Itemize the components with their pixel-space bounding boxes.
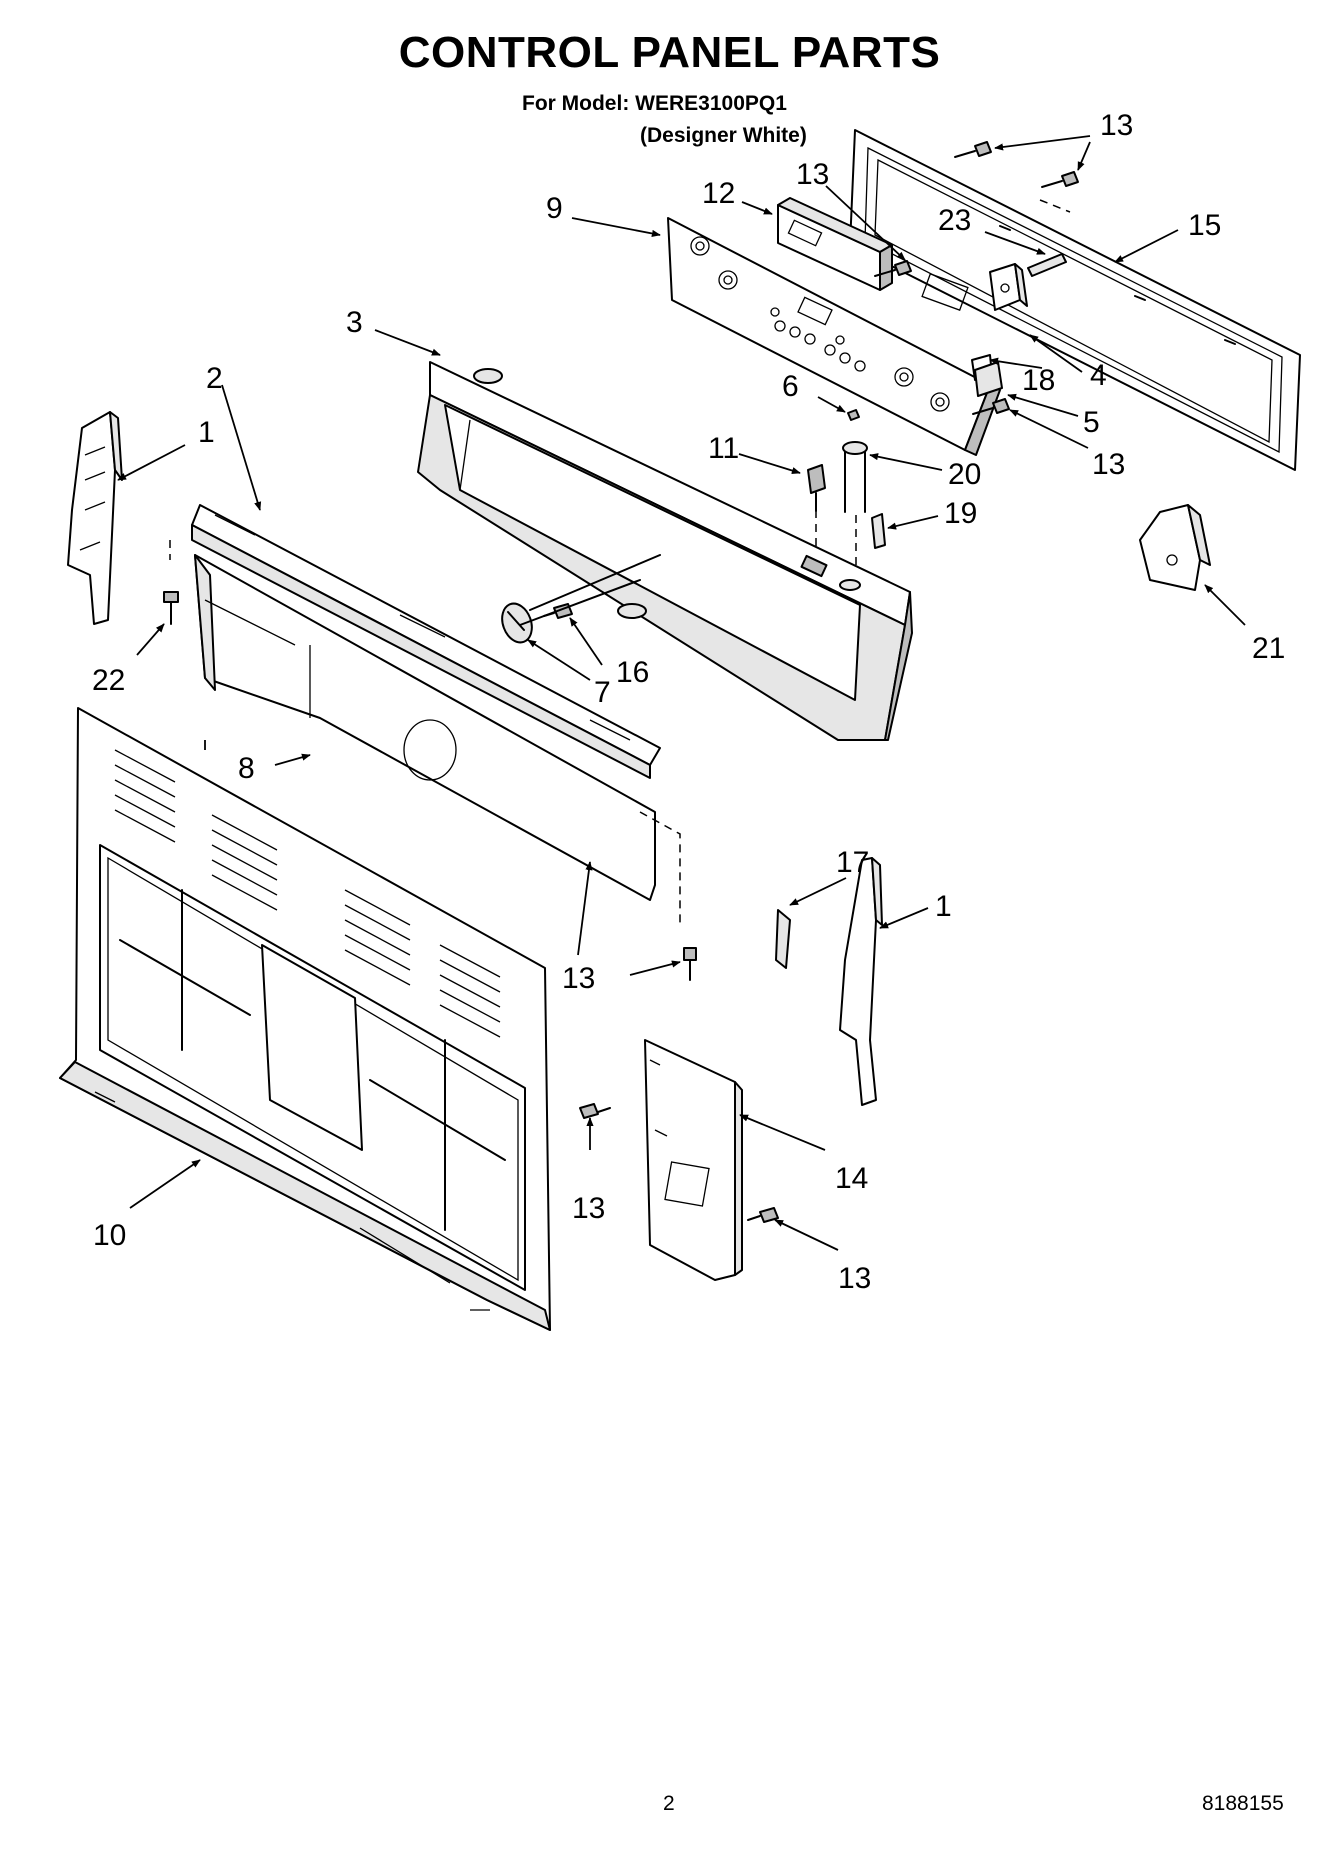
- page-number: 2: [663, 1792, 675, 1815]
- callout-11: 11: [708, 432, 739, 465]
- part-1-left-endcap: [67, 411, 123, 625]
- part-14-bracket: [644, 1039, 743, 1281]
- callout-2: 2: [206, 362, 223, 395]
- callout-19: 19: [944, 497, 977, 530]
- part-21-bracket: [1139, 504, 1211, 591]
- callout-3: 3: [346, 306, 363, 339]
- page-title: CONTROL PANEL PARTS: [398, 28, 941, 77]
- part-4-switch: [989, 263, 1028, 311]
- variant-line: (Designer White): [640, 124, 807, 147]
- callout-14: 14: [835, 1162, 868, 1195]
- screw-13-left-bottom: [579, 1103, 611, 1119]
- screw-13-panel: [874, 260, 912, 277]
- part-19-clip: [871, 513, 886, 549]
- screw-13-bottom: [747, 1207, 779, 1223]
- part-12-electronic-control: [777, 197, 893, 291]
- part-15-panel-frame: [849, 129, 1301, 471]
- callout-5: 5: [1083, 406, 1100, 439]
- callout-13: 13: [1092, 448, 1125, 481]
- callout-13: 13: [572, 1192, 605, 1225]
- callout-8: 8: [238, 752, 255, 785]
- callout-7: 7: [594, 676, 611, 709]
- callout-13: 13: [838, 1262, 871, 1295]
- callout-13: 13: [1100, 109, 1133, 142]
- screw-22: [163, 591, 179, 625]
- screw-13-top-a: [954, 141, 992, 158]
- part-7-knob: [501, 602, 533, 644]
- leader-lines: [117, 135, 1246, 1251]
- part-1-right-endcap: [839, 857, 883, 1106]
- screw-6: [847, 409, 860, 421]
- callout-16: 16: [616, 656, 649, 689]
- callout-18: 18: [1022, 364, 1055, 397]
- callout-6: 6: [782, 370, 799, 403]
- callout-13: 13: [796, 158, 829, 191]
- callout-13: 13: [562, 962, 595, 995]
- part-10-rear-panel: [59, 707, 551, 1331]
- callout-23: 23: [938, 204, 971, 237]
- part-8-shield: [169, 540, 681, 924]
- part-17-clip: [775, 909, 791, 969]
- callout-1: 1: [935, 890, 952, 923]
- screw-13-right: [972, 398, 1010, 415]
- callout-17: 17: [836, 846, 869, 879]
- callout-15: 15: [1188, 209, 1221, 242]
- part-3-console: [417, 361, 913, 741]
- part-2-support: [191, 504, 661, 779]
- document-number: 8188155: [1202, 1792, 1284, 1815]
- callout-9: 9: [546, 192, 563, 225]
- screw-13-lower: [683, 947, 697, 981]
- callout-21: 21: [1252, 632, 1285, 665]
- callout-12: 12: [702, 177, 735, 210]
- callout-20: 20: [948, 458, 981, 491]
- part-11-light: [807, 464, 826, 512]
- callout-10: 10: [93, 1219, 126, 1252]
- callout-22: 22: [92, 664, 125, 697]
- model-line: For Model: WERE3100PQ1: [522, 92, 787, 115]
- part-23-clip: [1027, 253, 1067, 277]
- callout-4: 4: [1090, 359, 1107, 392]
- callout-1: 1: [198, 416, 215, 449]
- screw-13-top-b: [1041, 171, 1079, 188]
- callout-labels: 13 15 9 12 13 23 4 18 5 13 6 11 20 19 21…: [92, 109, 1285, 1295]
